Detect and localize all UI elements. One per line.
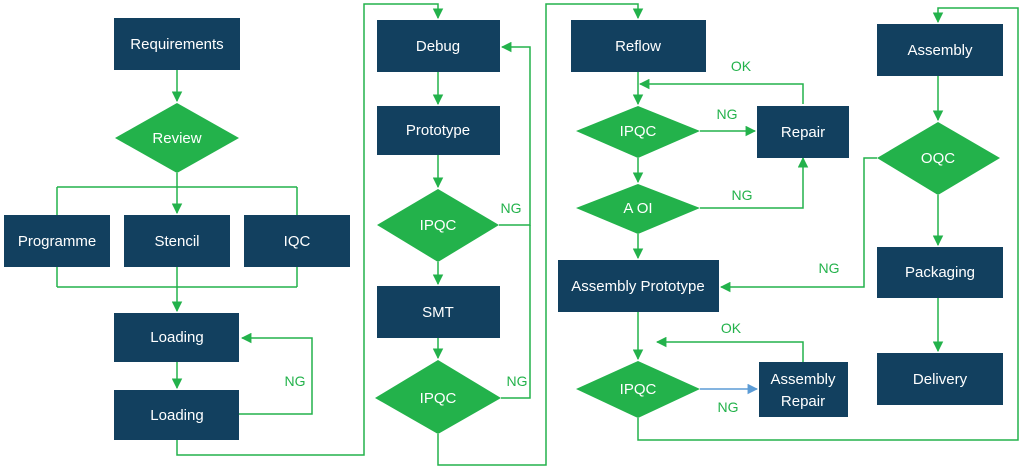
node-stencil: Stencil [124,215,230,267]
node-reflow: Reflow [571,20,706,72]
node-packaging: Packaging [877,247,1003,298]
edge-ipqc2-reflow [437,3,644,466]
edge-labels: NG NG NG OK NG NG OK NG NG [285,58,840,415]
label-ng-ipqc-1: NG [501,200,522,216]
decision-ipqc-3: IPQC [576,106,700,158]
node-loading-2: Loading [114,390,239,440]
connectors [56,3,1019,466]
node-repair: Repair [757,106,849,158]
node-packaging-label: Packaging [905,264,975,281]
label-ng-aoi: NG [732,187,753,203]
decision-oqc: OQC [877,122,1000,195]
node-reflow-label: Reflow [615,38,661,55]
label-ng-oqc: NG [819,260,840,276]
decision-ipqc-4-label: IPQC [620,381,657,398]
nodes: Requirements Review Programme Stencil IQ… [4,18,1003,440]
decision-ipqc-1-label: IPQC [420,217,457,234]
node-assembly-repair-label-2: Repair [781,393,825,410]
node-stencil-label: Stencil [154,233,199,250]
node-debug: Debug [377,20,500,72]
node-iqc-label: IQC [284,233,311,250]
decision-ipqc-1: IPQC [377,189,499,262]
edge-oqc-ng-assembly-prototype [719,157,877,293]
node-smt-label: SMT [422,304,454,321]
node-prototype: Prototype [377,106,500,155]
edge-loading-debug [176,3,444,456]
edge-repair-ok [638,78,804,104]
node-assembly-prototype-label: Assembly Prototype [571,278,704,295]
node-repair-label: Repair [781,124,825,141]
decision-ipqc-3-label: IPQC [620,123,657,140]
decision-review: Review [115,103,239,173]
decision-aoi-label: A OI [623,200,652,217]
node-smt: SMT [377,286,500,338]
node-delivery-label: Delivery [913,371,968,388]
node-assembly-label: Assembly [907,42,973,59]
node-assembly-prototype: Assembly Prototype [558,260,719,312]
label-ng-ipqc-4: NG [718,399,739,415]
node-loading-1-label: Loading [150,329,203,346]
node-assembly-repair: Assembly Repair [759,362,848,417]
label-ok-reflow: OK [731,58,752,74]
edge-ipqc4-assembly [637,7,1019,441]
node-requirements: Requirements [114,18,240,70]
node-delivery: Delivery [877,353,1003,405]
label-ng-ipqc-2: NG [507,373,528,389]
decision-aoi: A OI [576,184,700,234]
label-ng-ipqc-3: NG [717,106,738,122]
node-assembly: Assembly [877,24,1003,76]
label-ok-assembly: OK [721,320,742,336]
node-assembly-repair-label-1: Assembly [770,371,836,388]
edge-loading-ng-loop [239,332,313,415]
edge-ipqc2-ng [501,225,531,399]
node-debug-label: Debug [416,38,460,55]
decision-ipqc-2: IPQC [375,360,501,434]
node-programme-label: Programme [18,233,96,250]
decision-ipqc-2-label: IPQC [420,390,457,407]
decision-oqc-label: OQC [921,150,955,167]
label-ng-loading: NG [285,373,306,389]
node-iqc: IQC [244,215,350,267]
edge-assembly-repair-ok [655,336,804,362]
decision-review-label: Review [152,130,201,147]
node-programme: Programme [4,215,110,267]
edge-aoi-ng-repair [700,156,809,209]
node-prototype-label: Prototype [406,122,470,139]
node-loading-1: Loading [114,313,239,362]
decision-ipqc-4: IPQC [576,361,700,418]
node-requirements-label: Requirements [130,36,223,53]
edge-ipqc1-ng-debug [499,41,531,226]
node-loading-2-label: Loading [150,407,203,424]
